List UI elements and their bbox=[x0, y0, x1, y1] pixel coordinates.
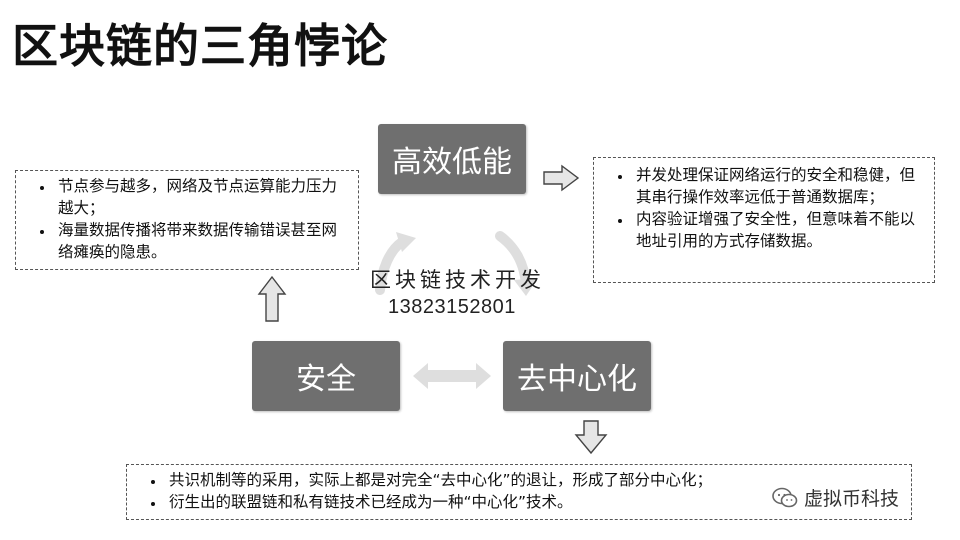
note-bottom-list: 共识机制等的采用，实际上都是对完全“去中心化”的退让，形成了部分中心化； 衍生出… bbox=[127, 469, 903, 513]
note-left: 节点参与越多，网络及节点运算能力压力越大； 海量数据传播将带来数据传输错误甚至网… bbox=[15, 170, 359, 270]
note-bottom: 共识机制等的采用，实际上都是对完全“去中心化”的退让，形成了部分中心化； 衍生出… bbox=[126, 464, 912, 520]
arrow-down-icon bbox=[574, 420, 608, 455]
watermark-phone: 13823152801 bbox=[388, 296, 516, 318]
list-item: 衍生出的联盟链和私有链技术已经成为一种“中心化”技术。 bbox=[165, 491, 903, 513]
cycle-arrow-left-icon bbox=[375, 232, 416, 295]
arrow-up-icon bbox=[257, 275, 287, 322]
wechat-icon bbox=[772, 487, 798, 507]
list-item: 内容验证增强了安全性，但意味着不能以地址引用的方式存储数据。 bbox=[632, 208, 924, 252]
arrow-right-icon bbox=[543, 164, 580, 192]
node-efficiency: 高效低能 bbox=[378, 124, 526, 194]
list-item: 海量数据传播将带来数据传输错误甚至网络瘫痪的隐患。 bbox=[54, 219, 348, 263]
note-right: 并发处理保证网络运行的安全和稳健，但其串行操作效率远低于普通数据库； 内容验证增… bbox=[593, 157, 935, 283]
list-item: 并发处理保证网络运行的安全和稳健，但其串行操作效率远低于普通数据库； bbox=[632, 164, 924, 208]
list-item: 共识机制等的采用，实际上都是对完全“去中心化”的退让，形成了部分中心化； bbox=[165, 469, 903, 491]
cycle-arrow-right-icon bbox=[495, 231, 538, 296]
list-item: 节点参与越多，网络及节点运算能力压力越大； bbox=[54, 175, 348, 219]
brand-name: 虚拟币科技 bbox=[804, 488, 900, 510]
watermark-title: 区块链技术开发 bbox=[370, 268, 545, 292]
note-left-list: 节点参与越多，网络及节点运算能力压力越大； 海量数据传播将带来数据传输错误甚至网… bbox=[16, 175, 348, 263]
arrow-bidirectional-icon bbox=[413, 363, 491, 389]
node-decentralization: 去中心化 bbox=[503, 341, 651, 411]
brand-logo: 虚拟币科技 bbox=[772, 484, 899, 511]
slide-title: 区块链的三角悖论 bbox=[12, 19, 388, 73]
note-right-list: 并发处理保证网络运行的安全和稳健，但其串行操作效率远低于普通数据库； 内容验证增… bbox=[594, 164, 924, 252]
node-security: 安全 bbox=[252, 341, 400, 411]
